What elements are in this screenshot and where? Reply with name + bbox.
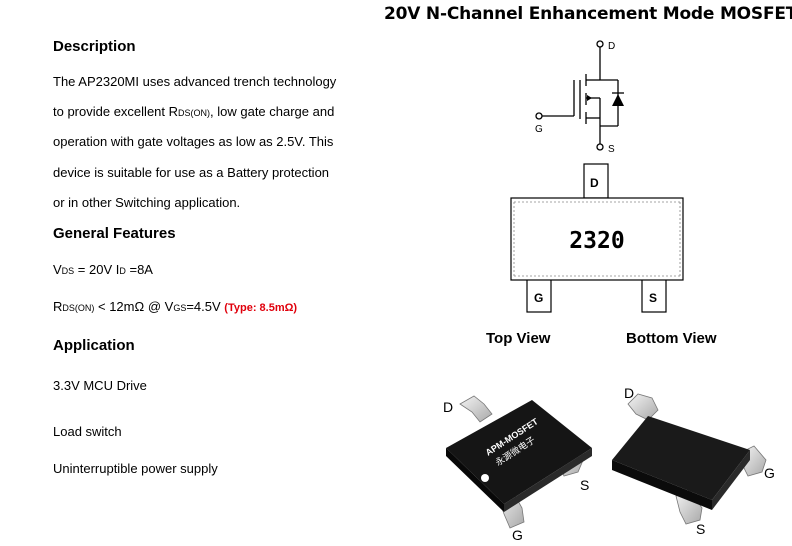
application-item: Load switch [53,424,122,439]
application-item: 3.3V MCU Drive [53,378,147,393]
chip-right-d-label: D [624,385,634,401]
description-line-4: device is suitable for use as a Battery … [53,165,330,180]
description-line-3: operation with gate voltages as low as 2… [53,134,334,149]
mosfet-schematic-symbol: D G S [535,40,624,155]
feature-rdson: RDS(ON) < 12mΩ @ VGS=4.5V (Type: 8.5mΩ) [53,299,298,314]
drain-label: D [608,41,615,52]
application-heading: Application [53,337,135,354]
source-label: S [608,144,615,155]
package-outline-drawing: D G S 2320 [510,163,684,313]
top-view-label: Top View [486,330,551,347]
description-line-5: or in other Switching application. [53,195,241,210]
chip-photo-bottom: D G S [612,385,775,537]
description-heading: Description [53,38,136,55]
gate-label: G [535,124,543,135]
feature-vds-id: VDS = 20V ID =8A [53,262,153,277]
package-pin-s-label: S [649,291,657,305]
application-item: Uninterruptible power supply [53,461,218,476]
chip-right-g-label: G [764,465,775,481]
bottom-view-label: Bottom View [626,330,717,347]
chip-photo-top: APM-MOSFET 永源微电子 D S G [443,395,592,543]
package-marking: 2320 [569,228,624,254]
chip-left-g-label: G [512,527,523,543]
page-title: 20V N-Channel Enhancement Mode MOSFET [384,4,792,24]
chip-left-s-label: S [580,477,589,493]
chip-right-s-label: S [696,521,705,537]
features-heading: General Features [53,225,176,242]
description-line-2: to provide excellent RDS(ON), low gate c… [53,104,335,119]
typical-value: (Type: 8.5mΩ) [224,302,298,314]
chip-left-d-label: D [443,399,453,415]
package-pin-d-label: D [590,176,599,190]
package-pin-g-label: G [534,291,543,305]
description-line-1: The AP2320MI uses advanced trench techno… [53,74,337,89]
